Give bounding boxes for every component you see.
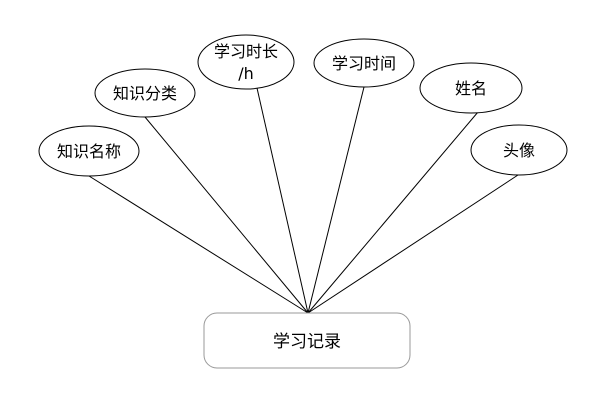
attribute-ellipse <box>313 38 415 88</box>
entity-node[interactable]: 学习记录 <box>203 312 411 369</box>
connector-knowledge-category <box>144 116 309 314</box>
connector-study-time <box>307 86 365 314</box>
attribute-ellipse <box>470 124 568 176</box>
attribute-knowledge-name[interactable]: 知识名称 <box>38 125 140 177</box>
attribute-ellipse <box>197 34 295 90</box>
attribute-label: /h <box>238 64 254 83</box>
connector-lines <box>88 86 519 314</box>
attribute-label: 学习时间 <box>332 54 396 73</box>
attribute-name[interactable]: 姓名 <box>419 62 523 114</box>
attribute-label: 头像 <box>503 141 535 160</box>
connector-knowledge-name <box>88 175 309 314</box>
attribute-label: 知识名称 <box>57 142 121 161</box>
entity-label: 学习记录 <box>273 332 341 352</box>
attribute-ellipse <box>38 125 140 177</box>
attribute-study-duration[interactable]: 学习时长/h <box>197 34 295 90</box>
attribute-ellipse <box>419 62 523 114</box>
connector-study-duration <box>256 87 309 314</box>
entity-box <box>203 312 411 369</box>
attribute-study-time[interactable]: 学习时间 <box>313 38 415 88</box>
attribute-ellipse <box>94 68 196 118</box>
attribute-knowledge-category[interactable]: 知识分类 <box>94 68 196 118</box>
connector-avatar <box>307 174 519 314</box>
connector-name <box>307 111 479 314</box>
attribute-label: 姓名 <box>455 79 487 98</box>
attribute-avatar[interactable]: 头像 <box>470 124 568 176</box>
attribute-label: 知识分类 <box>113 84 177 103</box>
attribute-label: 学习时长 <box>214 42 278 61</box>
